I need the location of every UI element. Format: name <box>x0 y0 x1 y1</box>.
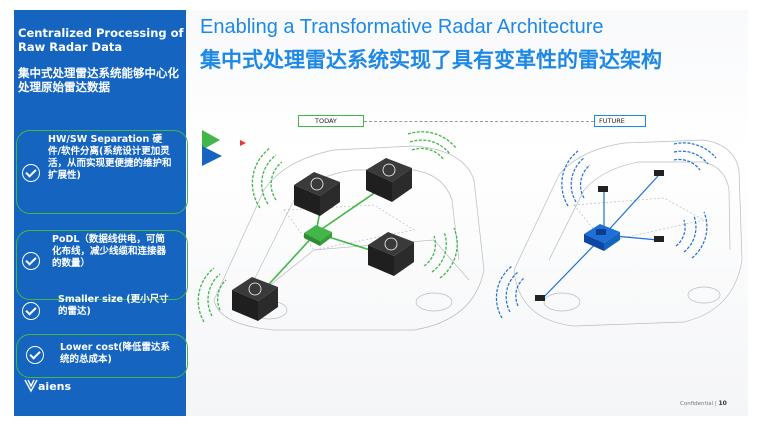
confidential-label: Confidential <box>680 401 714 407</box>
future-radar-sensors <box>535 170 664 301</box>
future-central-unit <box>584 224 620 251</box>
sidebar-title-zh: 集中式处理雷达系统能够中心化处理原始雷达数据 <box>18 66 179 94</box>
page-title-en: Enabling a Transformative Radar Architec… <box>200 16 604 38</box>
check-circle-icon <box>22 252 40 270</box>
sidebar-item-hw-sw: HW/SW Separation 硬件/软件分离(系统设计更加灵活，从而实现更便… <box>14 126 188 216</box>
company-logo: aiens <box>24 379 72 393</box>
today-label: TODAY <box>298 115 364 127</box>
today-radar-rear-right <box>368 232 414 276</box>
page-title-zh: 集中式处理雷达系统实现了具有变革性的雷达架构 <box>200 48 662 72</box>
slide: Centralized Processing of Raw Radar Data… <box>14 10 748 416</box>
sidebar-item-text: PoDL（数据线供电，可简化布线，减少线缆和连接器的数量） <box>52 234 167 269</box>
sidebar-item-text: Smaller size (更小尺寸的雷达) <box>58 294 169 317</box>
item-outline <box>16 130 188 214</box>
check-circle-icon <box>26 346 44 364</box>
page-number: 10 <box>718 400 727 407</box>
future-label: FUTURE <box>594 115 646 127</box>
sidebar-item-podl: PoDL（数据线供电，可简化布线，减少线缆和连接器的数量） <box>14 228 188 300</box>
sidebar-item-text: Lower cost(降低雷达系统的总成本) <box>60 342 170 365</box>
sidebar-item-cost: Lower cost(降低雷达系统的总成本) <box>14 334 188 380</box>
timeline-divider <box>364 121 604 122</box>
play-logo-icon <box>202 130 246 166</box>
sidebar-item-text: HW/SW Separation 硬件/软件分离(系统设计更加灵活，从而实现更便… <box>48 134 172 181</box>
check-circle-icon <box>22 164 40 182</box>
item-outline <box>16 334 188 378</box>
architecture-illustration <box>197 130 743 331</box>
sidebar-item-size: Smaller size (更小尺寸的雷达) <box>14 290 186 330</box>
today-radar-waves <box>197 131 458 323</box>
today-radar-front-left <box>294 172 340 216</box>
today-central-unit <box>304 225 332 246</box>
footer: Confidential | 10 <box>680 400 727 407</box>
today-radar-front-right <box>366 158 412 202</box>
future-radar-waves <box>495 142 717 319</box>
logo-mark-icon <box>24 379 38 393</box>
sidebar-title-en: Centralized Processing of Raw Radar Data <box>18 26 184 54</box>
slide-background <box>186 10 748 416</box>
logo-text: aiens <box>38 380 72 393</box>
today-radar-rear-left <box>232 277 278 321</box>
check-circle-icon <box>22 302 40 320</box>
sidebar: Centralized Processing of Raw Radar Data… <box>14 10 188 416</box>
item-outline <box>16 230 188 300</box>
future-car-outline <box>513 139 743 327</box>
